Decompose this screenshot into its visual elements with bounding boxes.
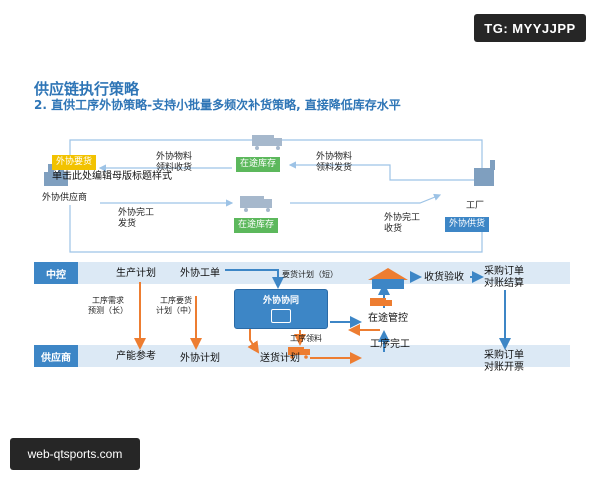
process-demand-long-label: 工序需求 预测（长）: [88, 296, 128, 315]
outsource-demand-tag: 外协要货: [52, 155, 97, 170]
delivery-plan-label: 送货计划: [260, 353, 300, 364]
outsource-supply-tag: 外协供货: [445, 217, 490, 232]
receive-inspect-label: 收货验收: [424, 272, 464, 283]
factory-label: 工厂: [466, 201, 485, 211]
purchase-order-settle-label: 采购订单 对账结算: [484, 266, 524, 289]
outsource-plan-label: 外协计划: [180, 353, 220, 364]
supplier-lane-label: 供应商: [34, 345, 78, 367]
material-send-label: 外协物料 领料发货: [316, 152, 353, 173]
outsource-collab-label: 外协协同: [262, 296, 299, 306]
complete-receive-label: 外协完工 收货: [384, 213, 421, 234]
process-material-label: 工序领料: [290, 334, 322, 343]
factory-icon: [474, 160, 495, 186]
in-transit-stock-bottom-tag: 在途库存: [234, 218, 279, 233]
complete-ship-label: 外协完工 发货: [118, 208, 155, 229]
delivery-truck-icon: [288, 347, 310, 359]
overlay-placeholder-text: 单击此处编辑母版标题样式: [52, 171, 172, 182]
purchase-order-invoice-label: 采购订单 对账开票: [484, 350, 524, 373]
outsource-collab-box[interactable]: 外协协同: [234, 289, 328, 329]
page-title: 供应链执行策略: [34, 80, 140, 98]
supplier-factory-icon: [44, 164, 68, 186]
process-complete-label: 工序完工: [370, 339, 410, 350]
outsource-work-order-label: 外协工单: [180, 268, 220, 279]
production-plan-label: 生产计划: [116, 268, 156, 279]
capacity-ref-label: 产能参考: [116, 351, 156, 362]
watermark-top: TG: MYYJJPP: [474, 14, 586, 42]
truck-icon-bottom: [240, 196, 272, 212]
process-demand-mid-label: 工序要货 计划（中）: [156, 296, 196, 315]
control-lane: [34, 262, 570, 284]
supplier-lane: [34, 345, 570, 367]
warehouse-icon: [368, 268, 408, 289]
page-subtitle: 2. 直供工序外协策略-支持小批量多频次补货策略, 直接降低库存水平: [34, 98, 401, 112]
transit-truck-icon: [370, 298, 392, 306]
envelope-icon: [271, 309, 291, 323]
truck-icon-top: [252, 135, 282, 150]
in-transit-control-label: 在途管控: [368, 313, 408, 324]
material-receive-label: 外协物料 领料收货: [156, 152, 193, 173]
in-transit-stock-top-tag: 在途库存: [236, 157, 281, 172]
watermark-bottom: web-qtsports.com: [10, 438, 140, 470]
control-lane-label: 中控: [34, 262, 78, 284]
demand-plan-short-label: 要货计划（短）: [282, 270, 338, 279]
blue-flow-arrows: [225, 269, 511, 352]
outsource-supplier-label: 外协供应商: [42, 193, 88, 203]
